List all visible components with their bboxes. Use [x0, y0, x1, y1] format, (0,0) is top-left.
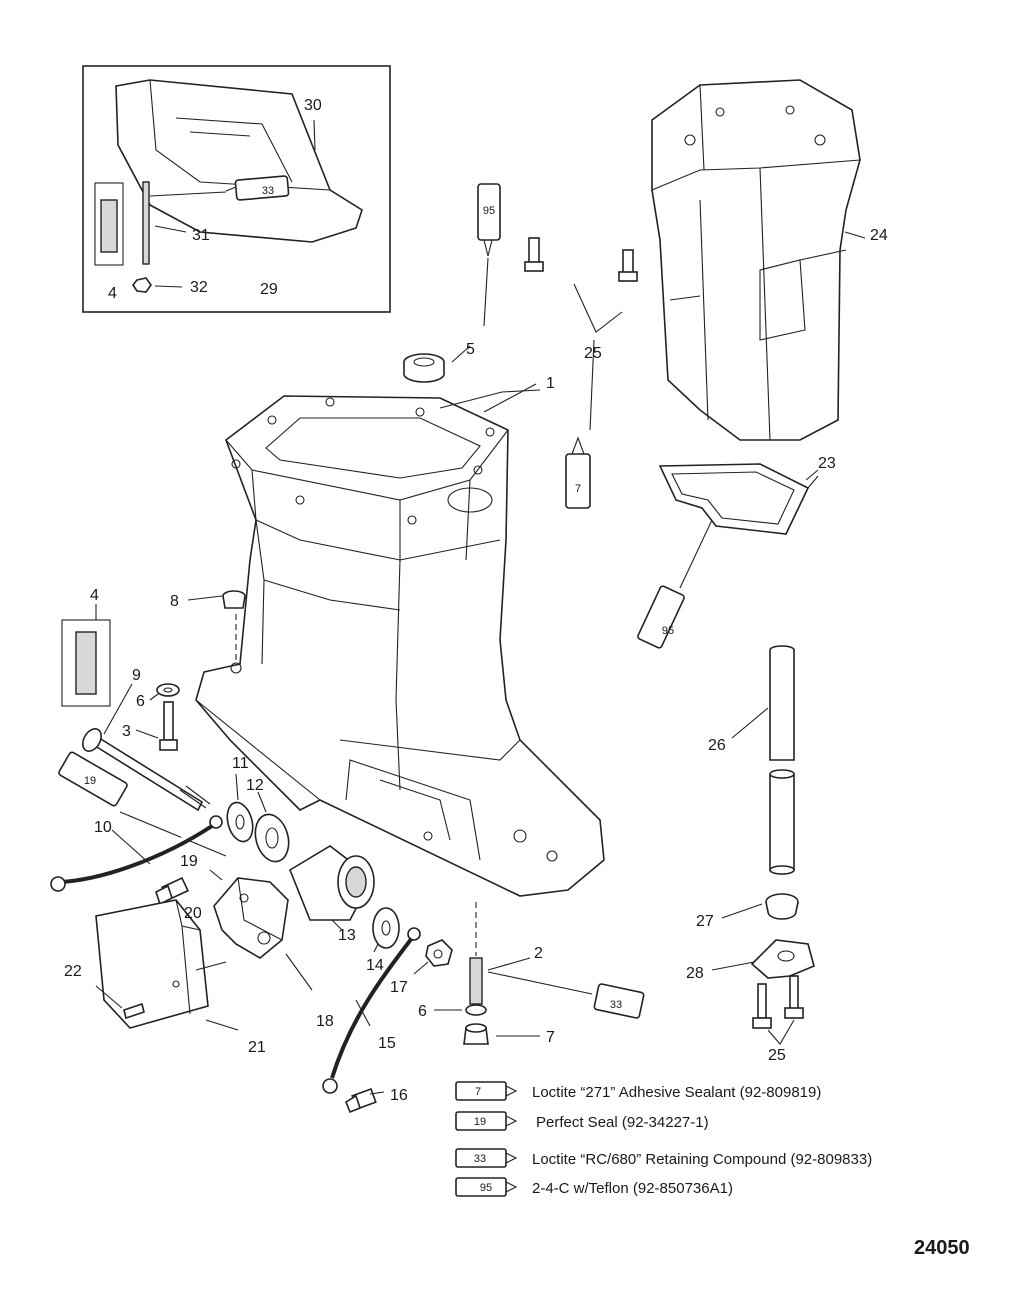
callout-7: 7	[546, 1029, 555, 1046]
callout-29: 29	[260, 281, 278, 298]
callout-1: 1	[546, 375, 555, 392]
callout-22: 22	[64, 963, 82, 980]
callout-26: 26	[708, 737, 726, 754]
callout-32: 32	[190, 279, 208, 296]
inset-panel: 33	[82, 65, 391, 313]
legend-code-95: 95	[480, 1182, 492, 1194]
callout-17: 17	[390, 979, 408, 996]
callout-3: 3	[122, 723, 131, 740]
tube-code-95-right: 95	[662, 625, 674, 637]
callout-11: 11	[232, 755, 249, 772]
screw-22	[95, 985, 145, 1020]
ground-strap-10	[50, 815, 223, 892]
legend: 7 Loctite “271” Adhesive Sealant (92-809…	[455, 1081, 872, 1197]
legend-row-7: 7 Loctite “271” Adhesive Sealant (92-809…	[455, 1081, 821, 1101]
water-tube-26	[731, 645, 795, 875]
plug	[187, 590, 246, 660]
long-bolt-9	[82, 683, 211, 812]
part4-box	[61, 604, 111, 707]
screws-25-upper	[524, 237, 638, 431]
legend-text-33: Loctite “RC/680” Retaining Compound (92-…	[532, 1151, 872, 1168]
ground-strap-15	[322, 927, 421, 1094]
inset-nut	[132, 277, 152, 293]
sealant-tube-33-bottom: 33	[593, 983, 645, 1019]
callout-5: 5	[466, 341, 475, 358]
bracket-18	[209, 869, 313, 991]
callout-31: 31	[192, 227, 210, 244]
seal-27	[721, 893, 799, 920]
gasket	[658, 463, 819, 535]
tube-code-95-top: 95	[483, 205, 495, 217]
callout-25-upper: 25	[584, 345, 602, 362]
screw-16	[345, 1087, 385, 1114]
figure-number: 24050	[914, 1237, 970, 1259]
callout-21: 21	[248, 1039, 266, 1056]
callout-9: 9	[132, 667, 141, 684]
stud-washer-nut	[434, 902, 593, 1045]
legend-code-33: 33	[474, 1153, 486, 1165]
callout-8: 8	[170, 593, 179, 610]
legend-text-95: 2-4-C w/Teflon (92-850736A1)	[532, 1180, 733, 1197]
washers-11-12	[226, 773, 290, 863]
inset-stud	[142, 181, 150, 265]
legend-row-33: 33 Loctite “RC/680” Retaining Compound (…	[455, 1148, 872, 1168]
sealant-tube-19-left: 19	[58, 751, 227, 857]
callout-25-lower: 25	[768, 1047, 786, 1064]
sealant-tube-95-right: 95	[637, 519, 713, 649]
leader-lines	[483, 383, 819, 481]
callout-15: 15	[378, 1035, 396, 1052]
callout-14: 14	[366, 957, 384, 974]
callout-2: 2	[534, 945, 543, 962]
legend-text-7: Loctite “271” Adhesive Sealant (92-80981…	[532, 1084, 821, 1101]
tube-code-33-inset: 33	[262, 185, 274, 197]
callout-27: 27	[696, 913, 714, 930]
tube-code-7-mid: 7	[575, 483, 581, 495]
callout-4: 4	[90, 587, 99, 604]
cover-21	[95, 899, 239, 1031]
callout-10: 10	[94, 819, 112, 836]
callout-19: 19	[180, 853, 198, 870]
exhaust-plate-assembly	[651, 79, 866, 441]
callout-12: 12	[246, 777, 264, 794]
legend-row-95: 95 2-4-C w/Teflon (92-850736A1)	[455, 1177, 733, 1197]
callout-23: 23	[818, 455, 836, 472]
inset-sealant-tube-33: 33	[225, 175, 290, 201]
callout-18: 18	[316, 1013, 334, 1030]
mount-13	[289, 845, 375, 931]
sealant-tube-7-mid: 7	[565, 436, 591, 509]
inset-part4-box	[94, 182, 124, 266]
callout-13: 13	[338, 927, 356, 944]
nut-17	[413, 939, 453, 975]
callout-28: 28	[686, 965, 704, 982]
washer-bolt-3	[135, 683, 180, 751]
callout-6-lower: 6	[418, 1003, 427, 1020]
sealant-tube-95-top: 95	[477, 183, 501, 327]
retainer-28	[711, 939, 815, 1045]
tube-code-33-bottom: 33	[610, 999, 622, 1011]
callout-24: 24	[870, 227, 888, 244]
legend-code-7: 7	[475, 1086, 481, 1098]
callout-16: 16	[390, 1087, 408, 1104]
legend-row-19: 19 Perfect Seal (92-34227-1)	[455, 1111, 709, 1131]
washer-14	[372, 907, 400, 953]
callout-6-upper: 6	[136, 693, 145, 710]
seal	[403, 345, 471, 383]
callout-4-inset: 4	[108, 285, 117, 302]
callout-20: 20	[184, 905, 202, 922]
tube-code-19-left: 19	[84, 775, 96, 787]
inset-driveshaft-housing	[115, 79, 363, 243]
driveshaft-housing	[195, 389, 605, 897]
legend-code-19: 19	[474, 1116, 486, 1128]
legend-text-19: Perfect Seal (92-34227-1)	[536, 1114, 709, 1131]
callout-labels: 1 2 3 4 4 5 6 6 7 8 9 10 11 12 13 14 15 …	[64, 97, 888, 1104]
screw-19	[155, 876, 189, 906]
callout-30: 30	[304, 97, 322, 114]
